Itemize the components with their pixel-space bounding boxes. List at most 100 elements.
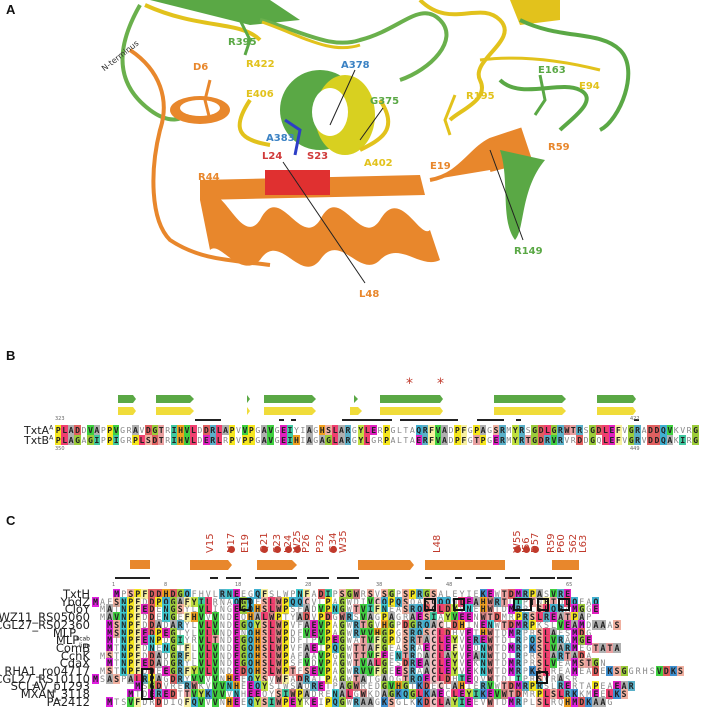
residue: S <box>113 619 121 630</box>
residue: V <box>641 435 647 445</box>
residue: N <box>225 681 233 692</box>
residue: K <box>673 435 679 445</box>
residue: L <box>437 650 445 661</box>
residue: P <box>55 435 62 445</box>
residue: G <box>345 589 353 599</box>
residue: S <box>106 650 114 661</box>
residue: V <box>366 666 374 676</box>
residue: M <box>106 635 114 646</box>
residue: E <box>492 435 500 445</box>
residue: L <box>551 619 557 630</box>
residue: L <box>557 689 565 700</box>
residue: P <box>127 635 135 646</box>
residue: V <box>211 642 219 653</box>
residue: P <box>100 425 106 435</box>
highlight-box <box>558 598 570 611</box>
residue: N <box>380 604 388 615</box>
residue: G <box>169 627 177 638</box>
residue: L <box>364 435 371 445</box>
position-tick: 18 <box>235 582 242 588</box>
residue: S <box>396 658 402 669</box>
residue: L <box>268 650 276 661</box>
residue: E <box>592 689 600 700</box>
residue: S <box>565 673 571 684</box>
residue: P <box>396 619 402 630</box>
residue: A <box>338 689 346 700</box>
residue: R <box>551 666 557 676</box>
residue: R <box>318 689 324 700</box>
residue: L <box>138 435 146 445</box>
residue: D <box>163 658 169 669</box>
residue: A <box>430 689 438 700</box>
residue: S <box>127 589 135 599</box>
residue: A <box>359 673 367 684</box>
residue: Q <box>592 596 600 607</box>
residue: C <box>430 666 438 676</box>
residue: M <box>578 619 586 630</box>
residue: A <box>441 435 448 445</box>
residue: R <box>508 612 514 623</box>
residue: A <box>332 673 338 684</box>
residue: R <box>409 650 417 661</box>
residue: Y <box>444 612 452 623</box>
residue: F <box>134 666 142 676</box>
residue: A <box>550 650 558 661</box>
residue: L <box>331 425 339 435</box>
residue: P <box>473 425 480 435</box>
residue: V <box>211 619 219 630</box>
residue: N <box>162 642 170 653</box>
residue: T <box>494 666 500 676</box>
residue: L <box>437 696 445 707</box>
residue: G <box>692 435 699 445</box>
residue: W <box>268 612 276 623</box>
residue: V <box>680 425 686 435</box>
residue: H <box>232 681 240 692</box>
residue: L <box>215 425 223 435</box>
residue: T <box>114 642 120 653</box>
residue: G <box>338 650 346 661</box>
residue: V <box>480 696 486 707</box>
residue: E <box>486 589 494 599</box>
residue: R <box>176 650 184 661</box>
residue: D <box>595 425 603 435</box>
residue: Y <box>451 696 459 707</box>
residue: T <box>403 435 409 445</box>
residue: I <box>300 435 306 445</box>
residue: G <box>396 612 402 623</box>
residue-label-e163: E163 <box>538 65 566 76</box>
residue: E <box>564 681 572 692</box>
residue: P <box>127 650 135 661</box>
species-label: MXAN_3118 <box>20 687 90 702</box>
highlight-box <box>536 671 548 684</box>
residue: Y <box>184 658 190 669</box>
residue: N <box>479 658 487 669</box>
residue: E <box>388 666 395 676</box>
species-label: CdaX <box>59 656 90 671</box>
residue: D <box>290 635 296 646</box>
residue: S <box>676 666 684 676</box>
residue: L <box>134 673 142 684</box>
residue: E <box>465 596 473 607</box>
residue: W <box>275 627 283 638</box>
residue: E <box>585 635 593 646</box>
residue: V <box>311 596 317 607</box>
residue: S <box>338 589 346 599</box>
residue: V <box>550 589 558 599</box>
residue: M <box>100 666 106 676</box>
residue <box>92 697 99 707</box>
residue: R <box>551 673 557 684</box>
residue: N <box>219 658 225 669</box>
residue: D <box>226 612 232 623</box>
residue: F <box>134 604 142 615</box>
residue: E <box>465 666 473 676</box>
residue: E <box>232 635 240 646</box>
residue: E <box>240 681 247 692</box>
residue: T <box>494 673 500 684</box>
residue: I <box>466 589 472 599</box>
residue: E <box>289 696 297 707</box>
residue: S <box>290 604 296 615</box>
residue: S <box>535 642 543 653</box>
residue: V <box>218 689 226 700</box>
residue: A <box>472 596 480 607</box>
